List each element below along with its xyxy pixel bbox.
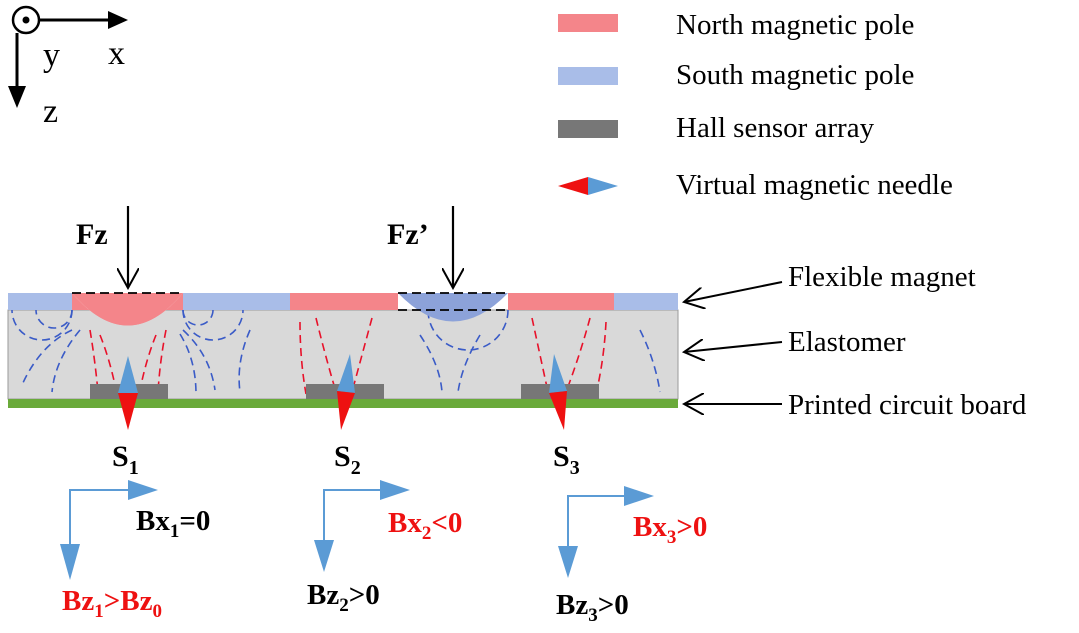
field-lines-center-south: [238, 310, 661, 393]
magnet-deformed-north-curve: [72, 293, 183, 326]
sensor-labels: S1 S2 S3: [112, 440, 580, 479]
flexible-magnet-label: Flexible magnet: [788, 261, 976, 293]
magnet-south-segment: [614, 293, 678, 310]
force-fz-label: Fz: [76, 218, 108, 251]
elastomer-label: Elastomer: [788, 326, 906, 358]
magnet-deformed-south: [398, 293, 508, 322]
flexible-magnet-layer: [8, 292, 678, 326]
vector-s3: [558, 486, 654, 578]
flexible-magnet-pointer: [684, 281, 783, 302]
z-axis-label: z: [43, 93, 58, 130]
sensor-s3-label: S3: [553, 440, 580, 479]
bz2-label: Bz2>0: [307, 579, 380, 616]
x-axis-label: x: [108, 35, 125, 72]
elastomer-pointer: [684, 342, 783, 352]
bz1-label: Bz1>Bz0: [62, 585, 162, 622]
force-fz-prime-label: Fz’: [387, 218, 429, 251]
x-axis-arrowhead-icon: [108, 11, 128, 29]
layer-labels: Flexible magnet Elastomer Printed circui…: [684, 261, 1027, 421]
bz3-label: Bz3>0: [556, 589, 629, 626]
vector-s2: [314, 480, 410, 572]
legend-north-label: North magnetic pole: [676, 9, 914, 41]
magnet-south-segment: [8, 293, 72, 310]
sensor-s2-label: S2: [334, 440, 361, 479]
field-vectors: [60, 480, 654, 580]
legend: North magnetic pole South magnetic pole …: [558, 9, 953, 201]
legend-hall-swatch: [558, 120, 618, 138]
force-arrows: Fz Fz’: [76, 206, 453, 288]
sensor-s1-label: S1: [112, 440, 139, 479]
magnet-north-segment: [290, 293, 398, 310]
legend-needle-icon: [558, 177, 618, 195]
bx1-label: Bx1=0: [136, 505, 210, 542]
legend-needle-label: Virtual magnetic needle: [676, 169, 953, 201]
out-of-plane-dot-icon: [22, 16, 30, 24]
bx3-label: Bx3>0: [633, 511, 707, 548]
legend-north-swatch: [558, 14, 618, 32]
magnet-north-segment: [508, 293, 614, 310]
needle-s3-icon: [549, 354, 567, 430]
vector-s1: [60, 480, 158, 580]
field-component-labels: Bx1=0 Bz1>Bz0 Bx2<0 Bz2>0 Bx3>0 Bz3>0: [62, 505, 707, 626]
needle-s1-icon: [118, 356, 138, 430]
legend-south-label: South magnetic pole: [676, 59, 914, 91]
legend-hall-label: Hall sensor array: [676, 112, 875, 144]
y-axis-label: y: [43, 37, 60, 74]
magnet-south-segment: [183, 293, 290, 310]
field-lines-left-south: [11, 310, 244, 395]
sensor-structure: [7, 292, 679, 430]
bx2-label: Bx2<0: [388, 507, 462, 544]
needle-s2-icon: [337, 354, 355, 430]
coordinate-axes: y x z: [8, 5, 128, 130]
legend-south-swatch: [558, 67, 618, 85]
pcb-label: Printed circuit board: [788, 389, 1027, 421]
z-axis-arrowhead-icon: [8, 86, 26, 108]
